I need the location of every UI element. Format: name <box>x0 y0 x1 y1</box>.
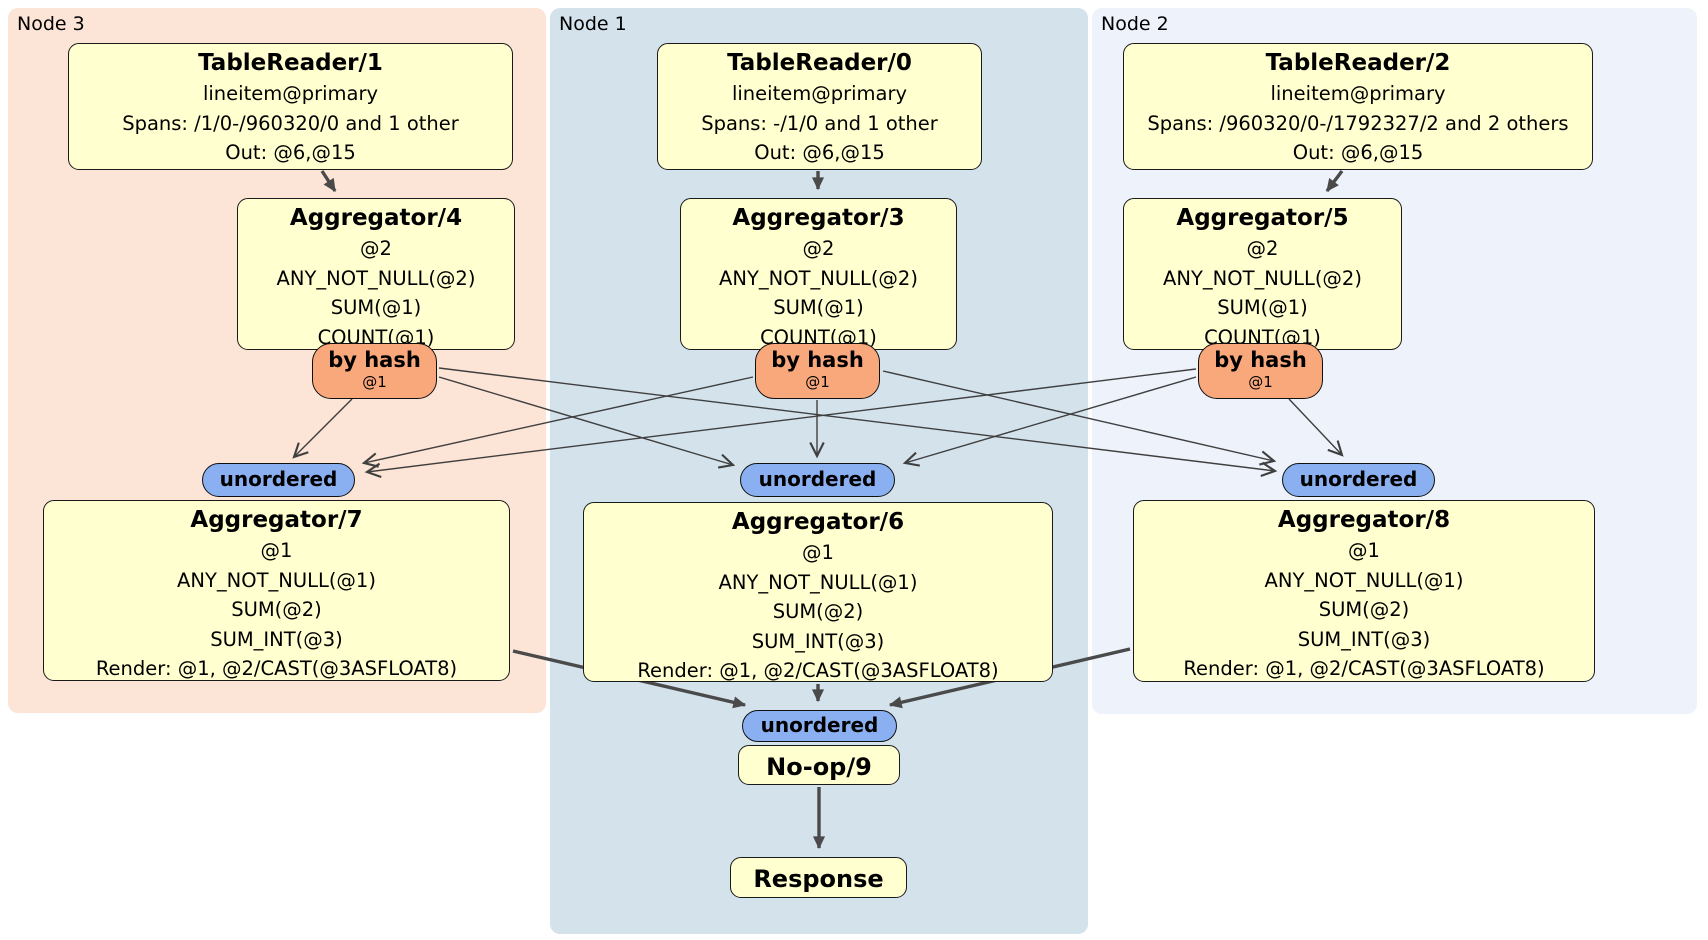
processor-aggregator-5: Aggregator/5 @2 ANY_NOT_NULL(@2) SUM(@1)… <box>1123 198 1402 350</box>
processor-title: Aggregator/4 <box>289 205 463 231</box>
hash-router-node2: by hash @1 <box>1198 343 1323 399</box>
processor-line: @1 <box>802 541 834 564</box>
processor-line: SUM(@1) <box>330 296 422 319</box>
processor-line: SUM_INT(@3) <box>1297 627 1431 651</box>
processor-aggregator-7: Aggregator/7 @1 ANY_NOT_NULL(@1) SUM(@2)… <box>43 500 510 681</box>
processor-line: ANY_NOT_NULL(@1) <box>1264 568 1464 592</box>
processor-title: Aggregator/7 <box>190 507 363 533</box>
processor-aggregator-4: Aggregator/4 @2 ANY_NOT_NULL(@2) SUM(@1)… <box>237 198 515 350</box>
processor-line: SUM(@1) <box>773 296 864 319</box>
sync-unordered-node1: unordered <box>740 463 895 497</box>
processor-line: @1 <box>260 539 293 562</box>
processor-response: Response <box>730 857 907 898</box>
hash-router-label: by hash <box>1214 348 1307 372</box>
processor-line: SUM_INT(@3) <box>210 627 343 651</box>
hash-router-node1: by hash @1 <box>755 343 880 399</box>
processor-line: COUNT(@1) <box>317 325 435 349</box>
processor-line: Render: @1, @2/CAST(@3ASFLOAT8) <box>95 657 458 680</box>
sync-unordered-node2: unordered <box>1282 463 1435 497</box>
processor-title: Aggregator/3 <box>732 205 905 231</box>
processor-line: SUM(@2) <box>1318 598 1410 621</box>
processor-line: Out: @6,@15 <box>754 141 885 164</box>
processor-line: COUNT(@1) <box>1204 325 1321 349</box>
processor-title: Aggregator/5 <box>1176 205 1349 231</box>
sync-unordered-final: unordered <box>742 710 897 742</box>
processor-line: SUM(@2) <box>772 600 864 623</box>
processor-line: Out: @6,@15 <box>225 141 356 164</box>
hash-router-column: @1 <box>805 373 830 391</box>
processor-title: TableReader/0 <box>727 50 912 76</box>
processor-line: lineitem@primary <box>731 82 908 105</box>
processor-line: Out: @6,@15 <box>1292 141 1424 164</box>
hash-router-label: by hash <box>771 348 864 372</box>
processor-line: Spans: -/1/0 and 1 other <box>701 111 938 135</box>
region-node3-label: Node 3 <box>17 13 85 35</box>
processor-line: ANY_NOT_NULL(@2) <box>276 266 476 290</box>
processor-line: @2 <box>802 237 835 260</box>
processor-title: TableReader/1 <box>198 50 383 76</box>
region-node1-label: Node 1 <box>559 13 627 35</box>
processor-tablereader-0: TableReader/0 lineitem@primary Spans: -/… <box>657 43 982 170</box>
processor-line: lineitem@primary <box>1270 82 1446 105</box>
processor-title: Aggregator/6 <box>731 509 905 535</box>
hash-router-node3: by hash @1 <box>312 343 437 399</box>
processor-line: @1 <box>1348 539 1380 562</box>
processor-aggregator-3: Aggregator/3 @2 ANY_NOT_NULL(@2) SUM(@1)… <box>680 198 957 350</box>
processor-line: ANY_NOT_NULL(@1) <box>177 568 376 592</box>
processor-line: ANY_NOT_NULL(@2) <box>1163 266 1362 290</box>
hash-router-column: @1 <box>1248 373 1273 391</box>
processor-aggregator-8: Aggregator/8 @1 ANY_NOT_NULL(@1) SUM(@2)… <box>1133 500 1595 682</box>
processor-line: SUM(@2) <box>231 598 322 621</box>
processor-tablereader-2: TableReader/2 lineitem@primary Spans: /9… <box>1123 43 1593 170</box>
processor-aggregator-6: Aggregator/6 @1 ANY_NOT_NULL(@1) SUM(@2)… <box>583 502 1053 682</box>
sync-unordered-node3: unordered <box>202 463 355 497</box>
processor-line: @2 <box>360 237 392 260</box>
processor-line: ANY_NOT_NULL(@1) <box>718 570 918 594</box>
processor-line: SUM(@1) <box>1217 296 1308 319</box>
hash-router-label: by hash <box>328 348 421 372</box>
processor-noop-9: No-op/9 <box>738 745 900 785</box>
processor-line: lineitem@primary <box>202 82 379 105</box>
processor-line: Render: @1, @2/CAST(@3ASFLOAT8) <box>637 659 999 682</box>
processor-line: Spans: /1/0-/960320/0 and 1 other <box>122 111 459 135</box>
processor-title: Aggregator/8 <box>1277 507 1451 533</box>
processor-line: Spans: /960320/0-/1792327/2 and 2 others <box>1147 111 1569 135</box>
processor-line: Render: @1, @2/CAST(@3ASFLOAT8) <box>1183 657 1545 680</box>
processor-line: ANY_NOT_NULL(@2) <box>719 266 918 290</box>
processor-line: @2 <box>1246 237 1279 260</box>
processor-line: COUNT(@1) <box>760 325 877 349</box>
processor-title: TableReader/2 <box>1265 50 1451 76</box>
processor-tablereader-1: TableReader/1 lineitem@primary Spans: /1… <box>68 43 513 170</box>
region-node2-label: Node 2 <box>1101 13 1169 35</box>
hash-router-column: @1 <box>362 373 387 391</box>
processor-line: SUM_INT(@3) <box>751 629 885 653</box>
